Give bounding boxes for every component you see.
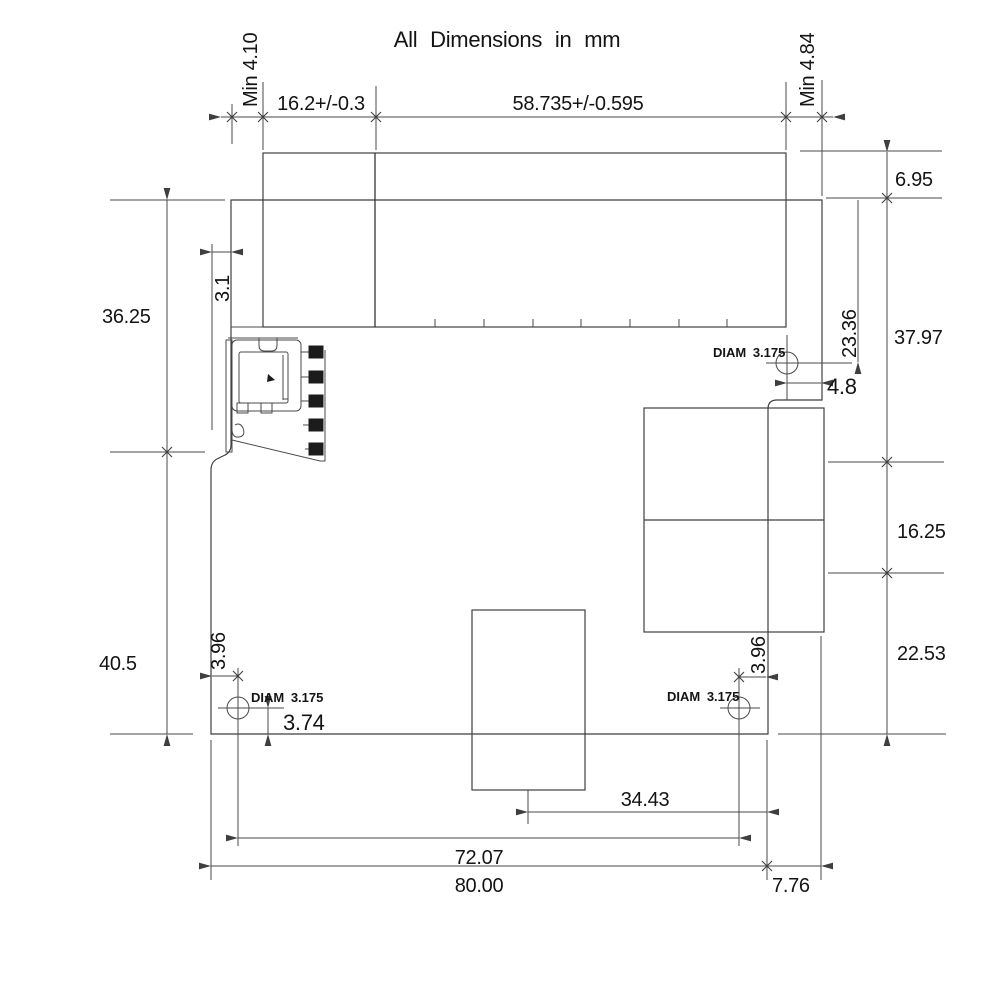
connector-cavity-detail xyxy=(282,355,288,400)
bottom-center-block xyxy=(471,609,586,791)
dim-label-board-width: 80.00 xyxy=(455,875,504,897)
connector-pins xyxy=(308,345,324,456)
pin-tick-marks xyxy=(434,319,728,327)
drawing-title: All Dimensions in mm xyxy=(394,27,621,52)
dim-label-top-width-right: 58.735+/-0.595 xyxy=(513,93,644,115)
diam-label-bottom-left: DIAM 3.175 xyxy=(251,690,323,705)
dim-label-hole-span: 72.07 xyxy=(455,847,504,869)
dimension-ticks xyxy=(161,111,893,872)
dim-label-left-lower: 40.5 xyxy=(99,653,137,675)
connector-key-mark xyxy=(267,374,275,382)
top-connector-blocks xyxy=(231,152,787,328)
dim-label-hole-bl-x: 3.96 xyxy=(208,632,230,670)
dim-label-min-right: Min 4.84 xyxy=(797,33,819,107)
dim-label-hole-top-offset: 23.36 xyxy=(839,309,861,358)
labels: All Dimensions in mm Min 4.10 16.2+/-0.3… xyxy=(99,27,946,897)
side-view-connector xyxy=(225,337,326,462)
dim-label-right-middle: 16.25 xyxy=(897,521,946,543)
dim-label-right-connector-overhang: 7.76 xyxy=(772,875,810,897)
dim-label-top-width-left: 16.2+/-0.3 xyxy=(277,93,365,115)
dim-label-min-left: Min 4.10 xyxy=(240,33,262,107)
dim-label-edge-step: 3.1 xyxy=(212,275,234,302)
right-connector-blocks xyxy=(643,407,825,633)
hole-bottom-left-crosshair xyxy=(218,668,284,846)
mounting-holes xyxy=(218,335,852,846)
connector-body xyxy=(231,339,302,412)
dim-label-hole-br-x: 3.96 xyxy=(748,636,770,674)
diam-label-top-right: DIAM 3.175 xyxy=(713,345,785,360)
connector-top-notch xyxy=(258,338,278,352)
top-connector-large xyxy=(374,152,787,328)
dim-label-right-upper: 37.97 xyxy=(894,327,943,349)
dimension-lines xyxy=(161,111,893,872)
connector-hook xyxy=(231,411,245,438)
diam-label-bottom-right: DIAM 3.175 xyxy=(667,689,739,704)
connector-pin-leads xyxy=(301,351,309,450)
connector-cavity xyxy=(238,351,289,404)
dim-label-hole-bl-y: 3.74 xyxy=(283,710,325,735)
connector-base-wedge xyxy=(231,350,326,462)
dim-label-left-upper: 36.25 xyxy=(102,306,151,328)
dim-label-hole-edge-offset: 4.8 xyxy=(827,374,857,399)
dim-label-right-lower: 22.53 xyxy=(897,643,946,665)
pcb-board-outline xyxy=(210,199,823,735)
hole-top-right-crosshair xyxy=(766,335,852,400)
dim-label-block-offset: 34.43 xyxy=(621,789,670,811)
connector-foot-right xyxy=(260,402,273,414)
top-connector-small xyxy=(262,152,376,328)
hole-bottom-right-crosshair xyxy=(720,668,760,846)
connector-foot-left xyxy=(236,402,249,414)
dim-label-right-overhang-top: 6.95 xyxy=(895,169,933,191)
